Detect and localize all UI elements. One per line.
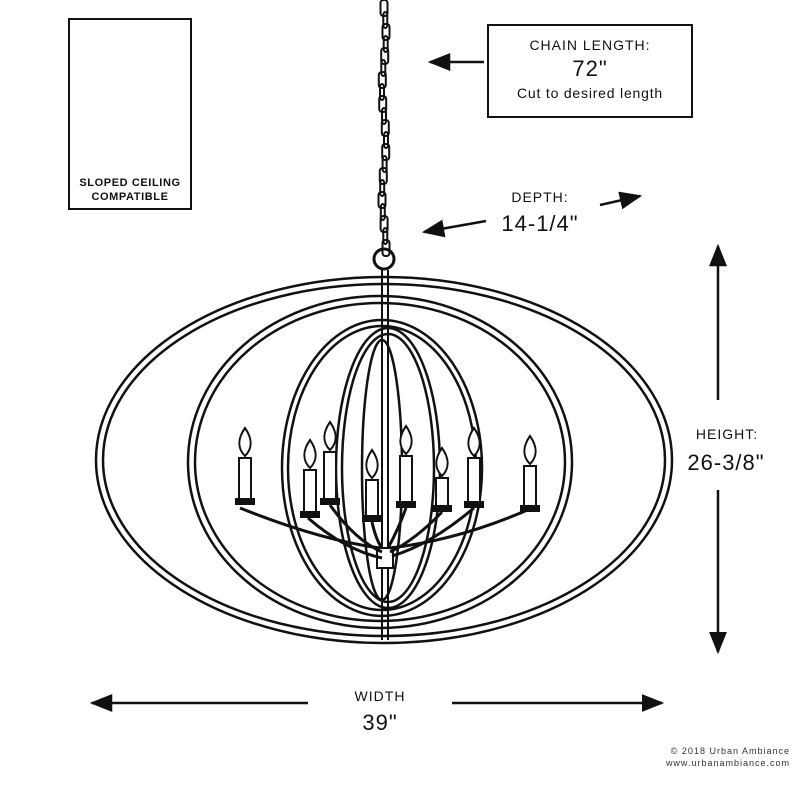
candle-sleeve [435,477,449,507]
candles [235,420,540,522]
chain-link [379,83,385,101]
sloped-ceiling-label: SLOPED CEILING COMPATIBLE [68,176,192,204]
candle-sleeve [323,451,337,500]
candle-bulb [303,438,317,470]
candle-cup [520,505,540,512]
candle-bulb [435,446,449,478]
candle-sleeve [467,457,481,503]
chain-link [381,155,388,173]
chain-link [381,23,391,41]
candle-bulb [323,420,337,452]
depth-arrow-right-icon [599,191,643,210]
candle-bulb [238,426,252,458]
candle-sleeve [523,465,537,507]
depth-arrow-left-icon [421,219,487,238]
candle-cup [464,501,484,508]
candle-cup [396,501,416,508]
candle-sleeve [303,469,317,513]
candle-arms [239,504,533,560]
chain-link [383,131,389,149]
width-value: 39" [362,710,398,735]
candle-bulb [365,448,379,480]
candle-cup [300,511,320,518]
candle-cup [320,498,340,505]
candle-bulb [523,434,537,466]
chain-link [382,227,389,245]
candle-sleeve [365,479,379,517]
chain-link [379,179,386,197]
chain-link [382,11,389,29]
top-loop [372,247,396,271]
chain-link [380,59,387,77]
chain-length-note: Cut to desired length [517,85,663,101]
chain-link [377,191,387,209]
candle-sleeve [238,457,252,500]
inset-label-line1: SLOPED CEILING [79,177,181,189]
inset-label-line2: COMPATIBLE [91,191,169,203]
width-title: WIDTH [354,688,406,704]
height-title: HEIGHT: [695,426,759,442]
chain-link [381,107,387,125]
website-text: www.urbanambiance.com [665,758,790,768]
candle-sleeve [399,455,413,503]
chain-length-box [487,24,693,118]
chain-link [380,119,390,137]
chain-link [377,71,387,89]
candle-cup [362,515,382,522]
chain-link [379,203,386,221]
sloped-ceiling-inset [68,18,192,210]
candle-bulb [467,426,481,458]
depth-title: DEPTH: [511,189,569,205]
candle-bulb [399,424,413,456]
depth-value: 14-1/4" [501,211,579,236]
outer-rings [94,275,674,645]
candle-cup [235,498,255,505]
chain-length-title: CHAIN LENGTH: [529,37,651,53]
height-value: 26-3/8" [687,450,765,475]
chain-length-value: 72" [572,56,608,81]
candle-cup [432,505,452,512]
chain-link [382,35,389,53]
chain [377,0,391,257]
copyright-text: © 2018 Urban Ambiance [670,746,790,756]
